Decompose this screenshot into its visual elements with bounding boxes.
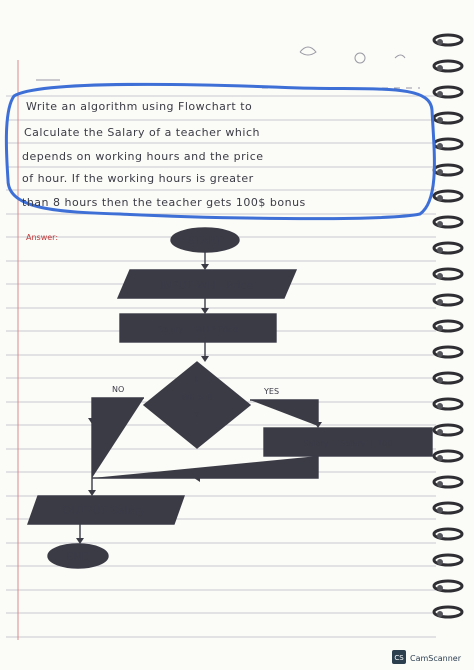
punch-hole — [437, 611, 443, 617]
merge-line — [92, 456, 319, 479]
punch-hole — [437, 39, 443, 45]
input-box — [116, 269, 298, 299]
question-text: Write an algorithm using Flowchart to Ca… — [22, 100, 306, 209]
arrowhead — [201, 356, 209, 362]
end-label: END — [66, 550, 90, 563]
punch-hole — [437, 533, 443, 539]
punch-hole — [437, 455, 443, 461]
camscanner-watermark: CS CamScanner — [392, 650, 462, 664]
no-branch-line — [91, 397, 144, 478]
spiral-ring — [432, 527, 464, 541]
spiral-ring — [432, 111, 464, 125]
punch-hole — [437, 273, 443, 279]
end-terminal — [47, 543, 109, 569]
question-highlight — [4, 82, 436, 221]
decision-question-label: ? — [195, 411, 199, 420]
punch-hole — [437, 585, 443, 591]
punch-hole — [437, 351, 443, 357]
punch-hole — [437, 91, 443, 97]
punch-hole — [437, 377, 443, 383]
yes-branch-line — [250, 399, 319, 426]
spiral-ring — [432, 215, 464, 229]
punch-hole — [437, 221, 443, 227]
flowchart — [27, 227, 433, 569]
punch-hole — [437, 169, 443, 175]
no-label: NO — [112, 385, 124, 394]
punch-hole — [437, 403, 443, 409]
punch-hole — [437, 195, 443, 201]
arrowhead — [88, 490, 96, 496]
output-box — [27, 495, 185, 525]
process-salary-box — [119, 313, 277, 343]
answer-label: Answer: — [26, 233, 58, 242]
yes-label: YES — [263, 387, 279, 396]
spiral-ring — [432, 293, 464, 307]
punch-hole — [437, 481, 443, 487]
spiral-ring — [432, 189, 464, 203]
decision-condition-label: WH > 8 — [182, 393, 213, 402]
punch-hole — [437, 143, 443, 149]
camscanner-badge: CS — [394, 654, 404, 662]
punch-hole — [437, 429, 443, 435]
punch-hole — [437, 299, 443, 305]
arrowhead — [201, 264, 209, 270]
punch-hole — [437, 247, 443, 253]
question-line-4: of hour. If the working hours is greater — [22, 172, 254, 185]
decision-if-label: IF — [194, 375, 201, 384]
spiral-ring — [432, 475, 464, 489]
spiral-ring — [432, 553, 464, 567]
input-label: INPUT WH , Price — [161, 279, 254, 292]
spiral-ring — [432, 241, 464, 255]
camscanner-label: CamScanner — [410, 654, 462, 663]
question-line-3: depends on working hours and the price — [22, 150, 264, 163]
punch-hole — [437, 559, 443, 565]
arrowhead — [194, 474, 200, 482]
punch-hole — [437, 65, 443, 71]
decision-diamond — [142, 361, 252, 449]
spiral-ring — [432, 501, 464, 515]
spiral-ring — [432, 397, 464, 411]
spiral-ring — [432, 59, 464, 73]
output-label: OUTPUT Salary — [63, 504, 146, 517]
spiral-ring — [432, 449, 464, 463]
spiral-ring — [432, 319, 464, 333]
arrowhead — [314, 422, 322, 428]
spiral-ring — [432, 267, 464, 281]
spiral-ring — [432, 579, 464, 593]
process-bonus-label: Salary = Salary + 100 — [303, 439, 392, 448]
spiral-ring — [432, 345, 464, 359]
spiral-ring — [432, 423, 464, 437]
camscanner-logo-icon — [392, 650, 406, 664]
spiral-ring — [432, 371, 464, 385]
arrowhead — [76, 538, 84, 544]
process-salary-label: Salary = WH * Price — [158, 325, 238, 334]
punch-hole — [437, 507, 443, 513]
punch-hole — [437, 325, 443, 331]
punch-hole — [437, 117, 443, 123]
process-bonus-box — [263, 427, 433, 457]
spiral-ring — [432, 33, 464, 47]
question-line-2: Calculate the Salary of a teacher which — [24, 126, 260, 139]
question-line-1: Write an algorithm using Flowchart to — [26, 100, 252, 113]
spiral-ring — [432, 605, 464, 619]
spiral-ring — [432, 85, 464, 99]
arrowhead — [88, 418, 96, 424]
arrowhead — [201, 308, 209, 314]
start-label: START — [188, 234, 222, 247]
question-line-5: than 8 hours then the teacher gets 100$ … — [22, 196, 306, 209]
